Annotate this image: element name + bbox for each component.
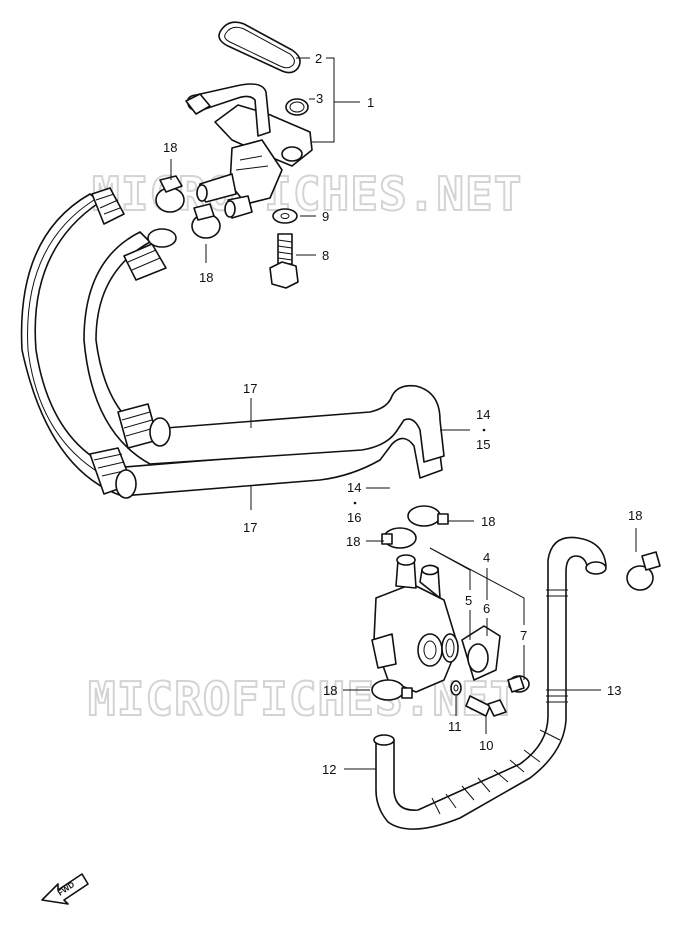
leader-lines	[170, 57, 637, 770]
watermark-bottom: MICROFICHES.NET	[88, 672, 518, 726]
hose-clamp-upper	[155, 175, 185, 213]
callout-labels: 1 2 3 4 5 6 7 8 9 10 11 12 13 14 15 14 1…	[163, 51, 642, 777]
washer	[272, 208, 298, 224]
callout-17-lower: 17	[243, 520, 257, 535]
o-ring	[285, 98, 309, 116]
callout-16: 16	[347, 510, 361, 525]
fuel-cock-gasket	[218, 21, 301, 74]
callout-8: 8	[322, 248, 329, 263]
callout-15: 15	[476, 437, 490, 452]
fuel-hose-lower	[373, 536, 607, 830]
fuel-cock-valve	[185, 83, 313, 219]
callout-10: 10	[479, 738, 493, 753]
callout-1: 1	[367, 95, 374, 110]
small-washer	[450, 680, 462, 696]
hose-clamp-mid-2	[381, 527, 417, 549]
filter-o-ring	[441, 633, 459, 663]
callout-18-mid-left: 18	[346, 534, 360, 549]
callout-4: 4	[483, 550, 490, 565]
callout-6: 6	[483, 601, 490, 616]
watermark-top: MICROFICHES.NET	[92, 167, 522, 221]
callout-12: 12	[322, 762, 336, 777]
fuel-hose-inner	[83, 228, 445, 499]
hose-clamp-low	[371, 679, 413, 701]
callout-14-upper: 14	[476, 407, 490, 422]
callout-14-lower: 14	[347, 480, 361, 495]
callout-3: 3	[316, 91, 323, 106]
callout-2: 2	[315, 51, 322, 66]
bolt	[269, 233, 299, 289]
callout-11: 11	[448, 719, 462, 734]
filter-cap	[461, 625, 501, 681]
forward-arrow-icon: FWD	[41, 873, 89, 905]
hose-clamp-right	[626, 551, 661, 591]
hose-clamp-mid-1	[407, 505, 449, 527]
callout-13: 13	[607, 683, 621, 698]
callout-18-top: 18	[163, 140, 177, 155]
callout-17-upper: 17	[243, 381, 257, 396]
hose-clamp-lower	[191, 203, 221, 239]
callout-9: 9	[322, 209, 329, 224]
callout-dot-lower	[353, 501, 357, 505]
callout-18-left-lower: 18	[199, 270, 213, 285]
filter-screw	[507, 675, 530, 693]
callout-dot-upper	[482, 428, 486, 432]
fuel-cock-body	[371, 554, 459, 693]
callout-18-mid-right: 18	[481, 514, 495, 529]
callout-5: 5	[465, 593, 472, 608]
callout-18-right: 18	[628, 508, 642, 523]
callout-18-bottom: 18	[323, 683, 337, 698]
callout-7: 7	[520, 628, 527, 643]
